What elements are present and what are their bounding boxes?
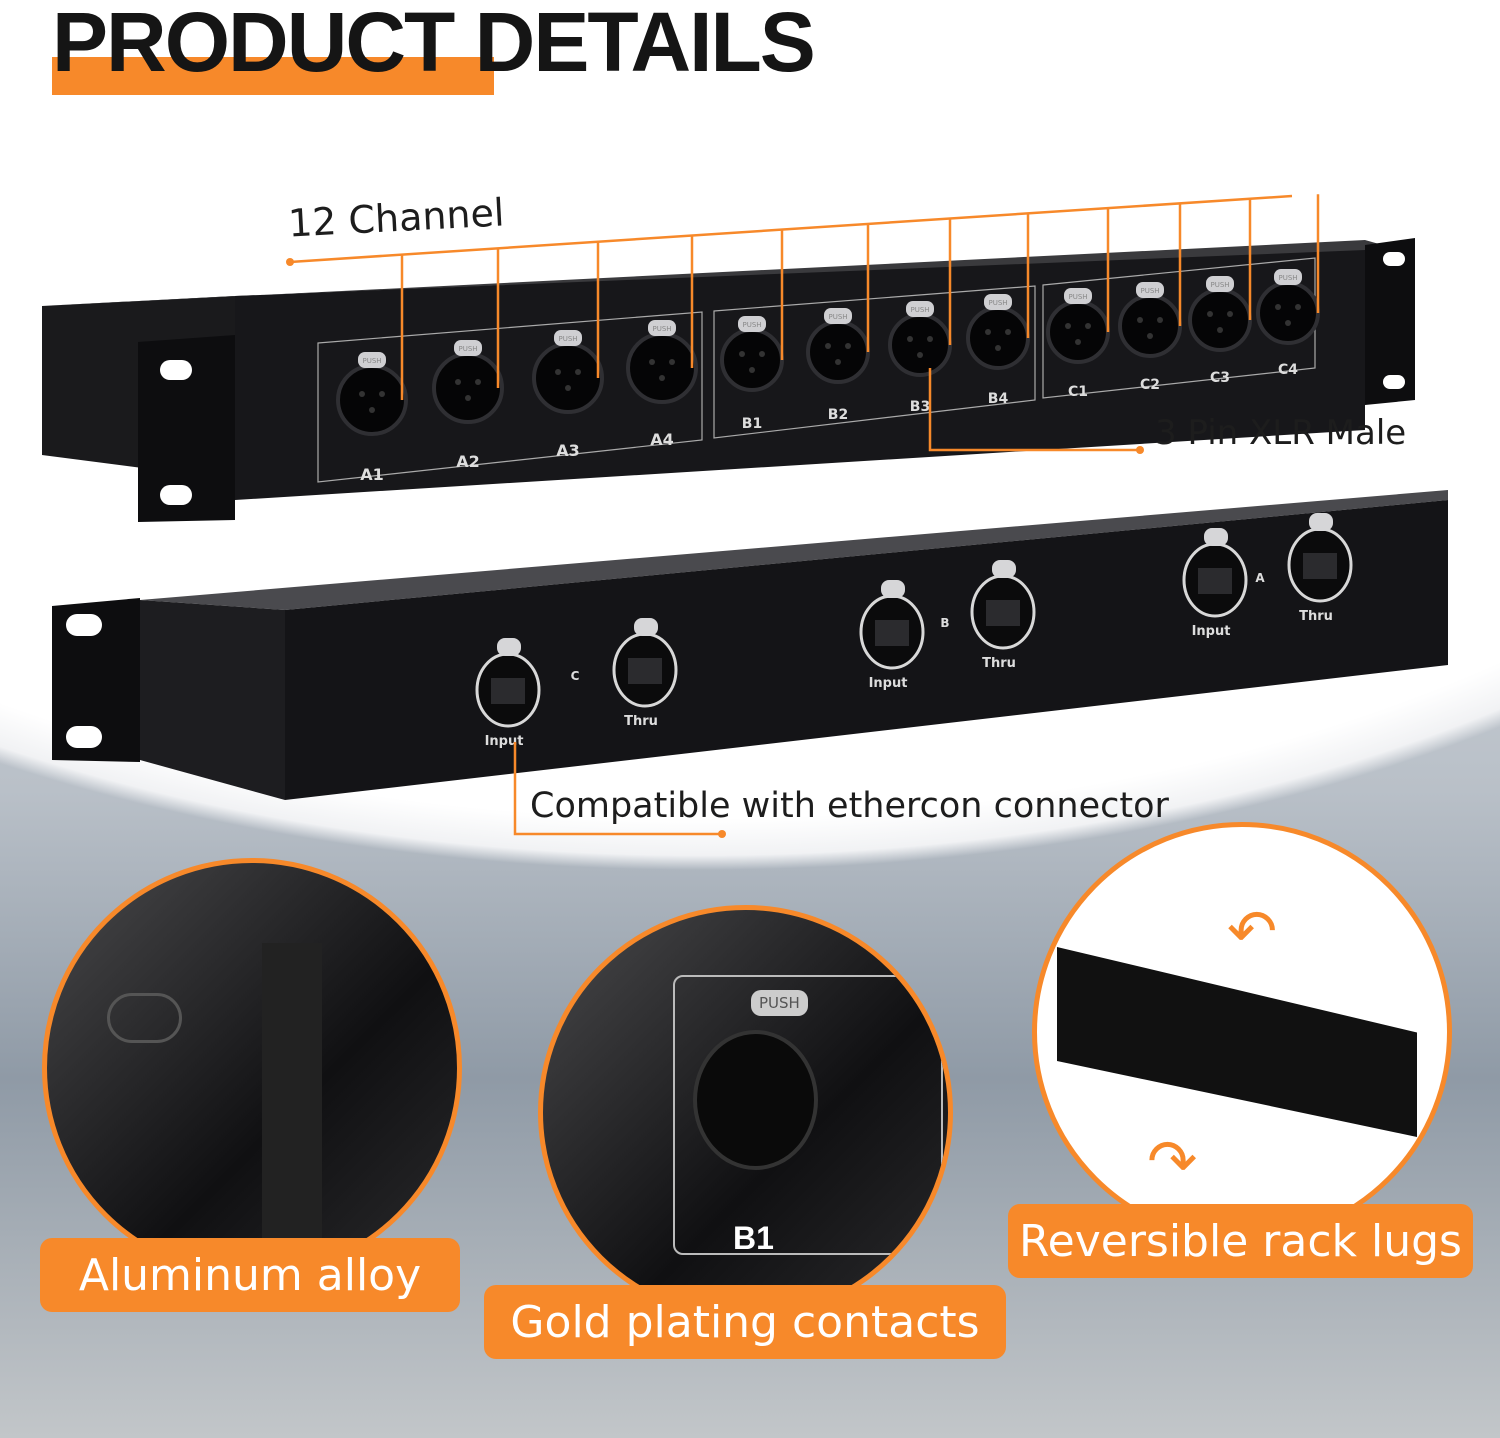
xlr-connector-c3: PUSH C3	[1188, 276, 1252, 386]
xlr-connector-a2: PUSH A2	[432, 340, 504, 471]
xlr-label: A2	[456, 452, 480, 471]
push-label: PUSH	[988, 299, 1007, 307]
xlr-label: A1	[360, 465, 384, 484]
callout-ethercon: Compatible with ethercon connector	[530, 786, 1169, 826]
ethercon-thru-label: Thru	[1299, 609, 1333, 624]
xlr-connector-b3: PUSH B3	[888, 301, 952, 415]
ethercon-group-b: Input Thru B	[859, 560, 1036, 691]
push-label: PUSH	[1210, 281, 1229, 289]
title-word-product: PRODUCT	[52, 0, 455, 89]
xlr-connector-b2: PUSH B2	[806, 308, 870, 423]
feature-reversible-lugs: Reversible rack lugs	[1008, 1204, 1473, 1278]
ethercon-input-label: Input	[1192, 624, 1231, 639]
xlr-connector-a3: PUSH A3	[532, 330, 604, 460]
callout-lines	[289, 194, 1320, 836]
xlr-label: C1	[1068, 384, 1088, 400]
page-title: PRODUCT DETAILS	[52, 0, 816, 91]
xlr-label: C2	[1140, 377, 1160, 393]
xlr-label: B4	[988, 391, 1009, 407]
feature-gold-plating: Gold plating contacts	[484, 1285, 1006, 1359]
xlr-connector-b4: PUSH B4	[966, 294, 1030, 407]
ethercon-group-letter: B	[940, 616, 949, 630]
push-label: PUSH	[1068, 293, 1087, 301]
xlr-connector-b1: PUSH B1	[720, 316, 784, 432]
xlr-label: A4	[650, 430, 674, 449]
feature-aluminum-alloy: Aluminum alloy	[40, 1238, 460, 1312]
product-scene: PUSHA1PUSHA2PUSHA3PUSHA4PUSHB1PUSHB2PUSH…	[42, 194, 1448, 838]
xlr-panel: PUSHA1PUSHA2PUSHA3PUSHA4PUSHB1PUSHB2PUSH…	[42, 238, 1415, 522]
xlr-connector-c2: PUSH C2	[1118, 282, 1182, 393]
push-label: PUSH	[1278, 274, 1297, 282]
title-underline	[52, 57, 494, 95]
xlr-connector-c4: PUSH C4	[1256, 269, 1320, 378]
callout-xlr-male: 3 Pin XLR Male	[1155, 413, 1407, 453]
ethercon-input-label: Input	[485, 734, 524, 749]
ethercon-thru-label: Thru	[982, 656, 1016, 671]
xlr-connector-c1: PUSH C1	[1046, 288, 1110, 400]
push-tab-label: PUSH	[751, 990, 808, 1016]
ethercon-input-label: Input	[869, 676, 908, 691]
channel-label-b1: B1	[733, 1220, 774, 1256]
push-label: PUSH	[362, 357, 381, 365]
xlr-connector-a1: PUSH A1	[336, 352, 408, 484]
detail-gold-contacts: PUSH B1	[538, 905, 953, 1320]
ethercon-group-a: Input Thru A	[1182, 513, 1353, 639]
ethercon-group-letter: A	[1255, 571, 1265, 585]
xlr-connector-a4: PUSH A4	[626, 320, 698, 449]
rotate-arrow-icon: ↷	[1147, 1127, 1198, 1197]
ethercon-group-letter: C	[571, 669, 580, 683]
xlr-label: A3	[556, 441, 580, 460]
push-label: PUSH	[558, 335, 577, 343]
xlr-label: C3	[1210, 370, 1230, 386]
ethercon-group-c: Input Thru C	[475, 618, 678, 749]
xlr-label: B2	[828, 407, 848, 423]
detail-rack-lugs: ↶ ↷	[1032, 822, 1452, 1242]
push-label: PUSH	[458, 345, 477, 353]
ethercon-thru-label: Thru	[624, 714, 658, 729]
xlr-label: B1	[742, 416, 762, 432]
title-word-details: DETAILS	[474, 0, 816, 89]
push-label: PUSH	[1140, 287, 1159, 295]
push-label: PUSH	[910, 306, 929, 314]
rotate-arrow-icon: ↶	[1227, 897, 1278, 967]
push-label: PUSH	[742, 321, 761, 329]
xlr-label: B3	[910, 399, 930, 415]
detail-aluminum	[42, 858, 462, 1278]
push-label: PUSH	[828, 313, 847, 321]
xlr-label: C4	[1278, 362, 1298, 378]
push-label: PUSH	[652, 325, 671, 333]
